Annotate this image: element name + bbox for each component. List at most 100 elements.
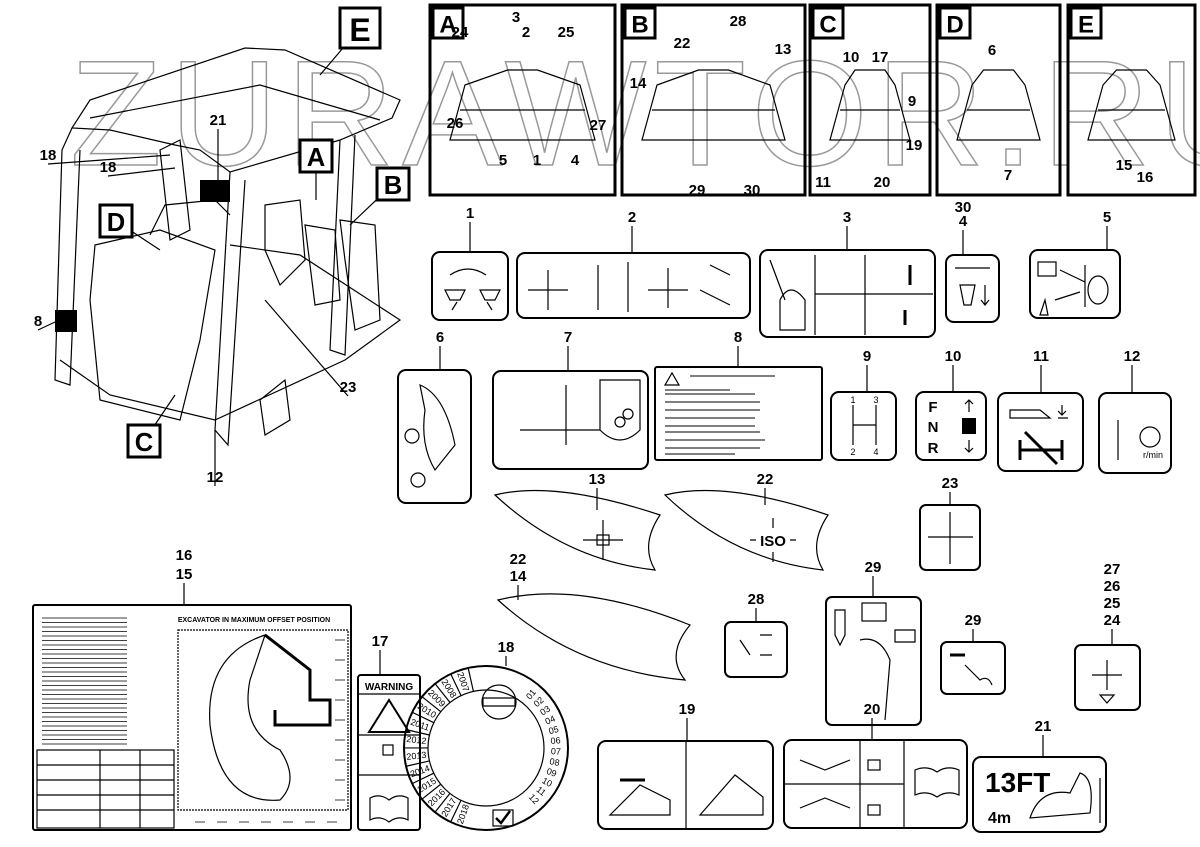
warning-label: WARNING — [365, 682, 414, 693]
dial-month: 08 — [549, 756, 561, 768]
inset-letter-c: C — [819, 12, 836, 39]
callout-7: 7 — [1004, 167, 1012, 184]
view-letter-d-box — [98, 203, 134, 239]
manual-book-icon — [914, 767, 960, 798]
rpm-label: r/min — [1143, 450, 1163, 460]
callout-4: 4 — [571, 152, 580, 169]
dial-divider — [411, 711, 435, 724]
decal-callout-26: 26 — [1104, 578, 1121, 595]
decal-3 — [759, 249, 936, 338]
dial-divider — [450, 800, 462, 823]
decal-9-gear-pattern: 1 3 2 4 — [830, 391, 897, 461]
decal-callout-7: 7 — [564, 329, 572, 346]
dial-month: 02 — [532, 695, 546, 709]
decal-29-b — [940, 641, 1006, 695]
dial-year: 2013 — [406, 750, 427, 762]
decal-8-warning-text — [654, 366, 823, 461]
decal-callout-22: 22 — [757, 471, 774, 488]
dial-divider — [467, 667, 474, 692]
inset-frame — [935, 3, 1062, 197]
view-letter-e: E — [349, 12, 370, 48]
dial-month: 12 — [527, 792, 541, 806]
decal-callout-27: 27 — [1104, 561, 1121, 578]
fnr-label: N — [928, 419, 939, 436]
view-letter-a: A — [307, 144, 325, 172]
warning-triangle-icon — [367, 698, 411, 733]
dial-month: 06 — [550, 735, 561, 746]
inset-drawing — [956, 69, 1041, 141]
leader-line — [37, 321, 56, 331]
decal-callout-22: 22 — [510, 551, 527, 568]
machine-cab-view — [54, 47, 402, 447]
view-letter-b: B — [384, 172, 402, 200]
view-letter-d: D — [107, 209, 125, 237]
view-letter-b-box — [375, 166, 411, 202]
decal-callout-14: 14 — [510, 568, 527, 585]
dial-month: 09 — [545, 766, 558, 779]
callout-8: 8 — [34, 313, 42, 330]
machine-icon — [962, 418, 976, 434]
callout-6: 6 — [988, 42, 996, 59]
offset-title: EXCAVATOR IN MAXIMUM OFFSET POSITION — [178, 617, 330, 624]
decal-22-iso: ISO — [663, 489, 829, 571]
callout-10: 10 — [843, 49, 860, 66]
callout-17: 17 — [872, 49, 889, 66]
decal-21-height: 13FT 4m — [972, 756, 1107, 833]
height-ft: 13FT — [985, 767, 1050, 798]
inset-view-d: D67 — [935, 3, 1062, 197]
decal-callout-20: 20 — [864, 701, 881, 718]
dial-month: 10 — [540, 775, 554, 789]
dial-divider — [450, 673, 462, 696]
decal-callout-24: 24 — [1104, 612, 1121, 629]
lock-icon — [596, 534, 610, 546]
decal-13-lock — [493, 489, 661, 571]
inset-frame — [1066, 3, 1197, 197]
dial-divider — [421, 696, 442, 713]
dial-divider — [405, 760, 430, 767]
decal-17-warning: WARNING — [357, 674, 421, 831]
callout-2: 2 — [522, 24, 530, 41]
dial-divider — [434, 683, 451, 703]
callout-21: 21 — [210, 112, 227, 129]
decal-callout-19: 19 — [679, 701, 696, 718]
dial-divider — [434, 793, 451, 813]
decal-callout-29: 29 — [865, 559, 882, 576]
inset-frame — [620, 3, 807, 197]
decal-callout-25: 25 — [1104, 595, 1121, 612]
inset-frame — [428, 3, 617, 197]
callout-30: 30 — [744, 182, 761, 199]
decal-20 — [783, 739, 968, 829]
callout-11: 11 — [815, 174, 831, 191]
decal-callout-28: 28 — [748, 591, 765, 608]
dial-year: 2012 — [406, 734, 427, 746]
inset-letter-a-box — [431, 6, 465, 40]
manual-book-icon — [369, 795, 409, 823]
decal-10-fnr: F N R — [915, 391, 987, 461]
dial-month: 01 — [524, 687, 538, 701]
decal-19 — [597, 740, 774, 830]
iso-label: ISO — [760, 533, 786, 550]
watermark: ZURAWTOR.RU — [70, 29, 1200, 197]
decal-23 — [919, 504, 981, 571]
dial-month: 07 — [551, 746, 561, 756]
callout-25: 25 — [558, 24, 575, 41]
callout-3: 3 — [512, 9, 520, 26]
callout-19: 19 — [906, 137, 923, 154]
gear-label: 2 — [850, 447, 855, 457]
arrow-up-down-icon — [964, 399, 974, 453]
inset-frame — [808, 3, 932, 197]
decal-callout-17: 17 — [372, 633, 389, 650]
checkmark-icon — [495, 810, 511, 825]
callout-20: 20 — [874, 174, 891, 191]
inset-letter-b-box — [623, 6, 657, 40]
callout-28: 28 — [730, 13, 747, 30]
decal-1 — [431, 251, 509, 321]
lock-icon — [382, 744, 394, 756]
decal-11 — [997, 392, 1084, 472]
decal-12-engine-speed: r/min — [1098, 392, 1172, 474]
inset-letter-d-box — [938, 6, 972, 40]
callout-29: 29 — [689, 182, 706, 199]
